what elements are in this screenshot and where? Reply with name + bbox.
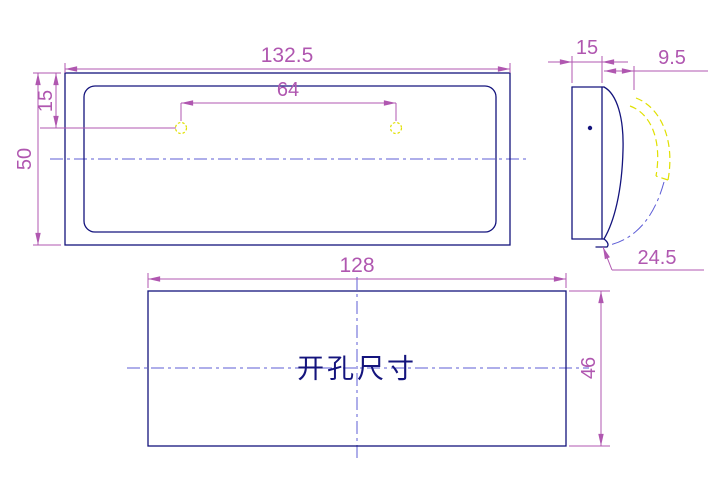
dim-text-cutout-width: 128 — [339, 254, 374, 277]
dim-frame-depth: 15 — [548, 37, 628, 83]
dim-text-overall-height: 50 — [14, 148, 36, 170]
cutout-view: 开孔尺寸 128 46 — [127, 254, 610, 460]
dim-hole-offset: 15 — [35, 73, 176, 129]
open-handle-inner-dashed — [629, 105, 659, 177]
open-handle-tip-dashed — [655, 175, 669, 181]
front-inner-outline — [83, 85, 497, 233]
mounting-hole-right — [389, 121, 403, 135]
leader-line — [602, 246, 613, 271]
side-bulge-curve — [603, 86, 624, 240]
side-hole-dot — [587, 125, 593, 131]
front-outer-outline — [64, 72, 511, 246]
dim-overall-height: 50 — [14, 72, 61, 246]
dim-hole-spacing: 64 — [180, 79, 397, 121]
dim-text-frame-depth: 15 — [576, 37, 598, 59]
dim-overall-width: 132.5 — [64, 44, 511, 73]
swing-arc-centerline — [609, 181, 665, 246]
side-bottom-lip — [595, 238, 609, 248]
dim-text-overall-width: 132.5 — [261, 44, 314, 67]
dim-text-cutout-height: 46 — [578, 357, 600, 379]
front-view: 132.5 64 50 15 — [14, 44, 530, 246]
dim-handle-swing: 24.5 — [602, 246, 704, 271]
dim-cutout-width: 128 — [147, 254, 567, 288]
side-view: 15 9.5 24.5 — [548, 37, 708, 271]
dim-text-hole-offset: 15 — [35, 90, 57, 112]
dim-text-bulge-depth: 9.5 — [658, 47, 686, 69]
dim-text-handle-swing: 24.5 — [638, 247, 677, 269]
mounting-hole-left — [174, 121, 188, 135]
dim-text-hole-spacing: 64 — [277, 79, 299, 101]
cutout-outline — [147, 290, 567, 447]
cutout-label: 开孔尺寸 — [297, 354, 417, 385]
dim-bulge-depth: 9.5 — [604, 47, 708, 90]
open-handle-outer-dashed — [635, 97, 671, 181]
dim-cutout-height: 46 — [569, 290, 610, 447]
